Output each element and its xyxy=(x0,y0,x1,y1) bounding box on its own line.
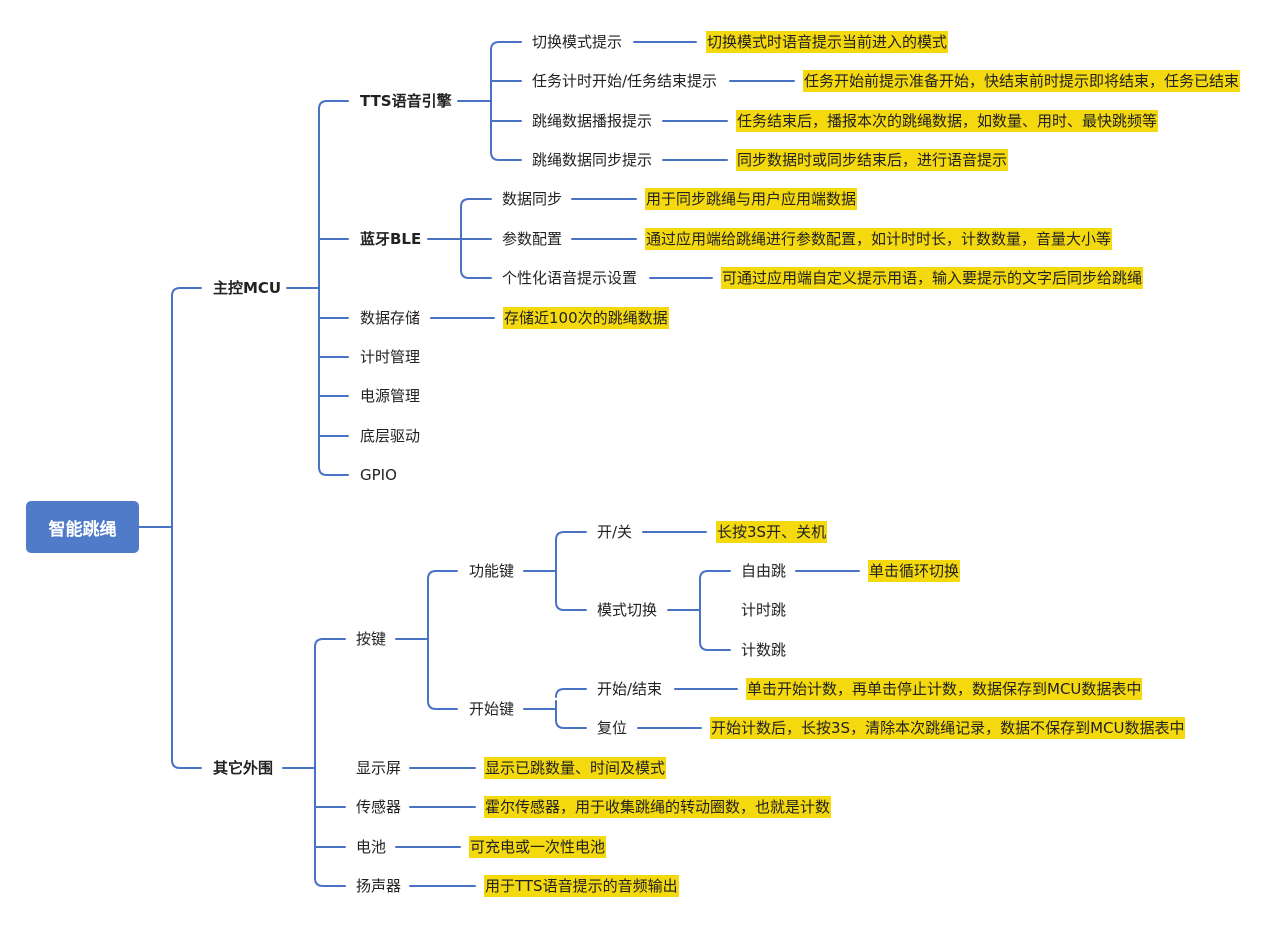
node-storage[interactable]: 数据存储 xyxy=(360,309,421,327)
note-speaker: 用于TTS语音提示的音频输出 xyxy=(484,875,679,897)
node-tts-sync-prompt[interactable]: 跳绳数据同步提示 xyxy=(532,151,653,169)
node-mode-switch[interactable]: 模式切换 xyxy=(597,601,658,619)
note-display: 显示已跳数量、时间及模式 xyxy=(484,757,667,779)
note-onoff: 长按3S开、关机 xyxy=(716,521,828,543)
connector-peripherals-trunk xyxy=(282,638,346,887)
connector-tts-trunk xyxy=(457,41,522,161)
connector-function-trunk xyxy=(523,531,587,611)
node-power[interactable]: 电源管理 xyxy=(360,387,421,405)
node-onoff[interactable]: 开/关 xyxy=(597,523,633,541)
node-speaker[interactable]: 扬声器 xyxy=(356,877,402,895)
note-ble-sync: 用于同步跳绳与用户应用端数据 xyxy=(645,188,858,210)
note-tts-mode-prompt: 切换模式时语音提示当前进入的模式 xyxy=(706,31,949,53)
connector-peripheral-notes xyxy=(395,767,476,887)
node-timer[interactable]: 计时管理 xyxy=(360,348,421,366)
note-start-end: 单击开始计数，再单击停止计数，数据保存到MCU数据表中 xyxy=(746,678,1143,700)
note-tts-report-prompt: 任务结束后，播报本次的跳绳数据，如数量、用时、最快跳频等 xyxy=(736,110,1159,132)
connector-start-trunk xyxy=(523,688,587,729)
node-tts-report-prompt[interactable]: 跳绳数据播报提示 xyxy=(532,112,653,130)
note-ble-voice: 可通过应用端自定义提示用语，输入要提示的文字后同步给跳绳 xyxy=(721,267,1144,289)
connector-root-trunk xyxy=(138,287,202,769)
root-node[interactable]: 智能跳绳 xyxy=(26,501,139,553)
node-sensor[interactable]: 传感器 xyxy=(356,798,402,816)
node-tts[interactable]: TTS语音引擎 xyxy=(360,92,452,110)
node-gpio[interactable]: GPIO xyxy=(360,466,397,484)
node-peripherals[interactable]: 其它外围 xyxy=(213,759,274,777)
node-function-key[interactable]: 功能键 xyxy=(469,562,515,580)
node-driver[interactable]: 底层驱动 xyxy=(360,427,421,445)
note-mode-free: 单击循环切换 xyxy=(868,560,961,582)
node-main-mcu[interactable]: 主控MCU xyxy=(213,279,282,297)
node-keys[interactable]: 按键 xyxy=(356,630,387,648)
note-battery: 可充电或一次性电池 xyxy=(469,836,607,858)
node-tts-mode-prompt[interactable]: 切换模式提示 xyxy=(532,33,623,51)
node-tts-task-prompt[interactable]: 任务计时开始/任务结束提示 xyxy=(532,72,718,90)
note-storage: 存储近100次的跳绳数据 xyxy=(503,307,669,329)
note-sensor: 霍尔传感器，用于收集跳绳的转动圈数，也就是计数 xyxy=(484,796,832,818)
connector-ble-notes xyxy=(571,198,713,279)
node-start-end[interactable]: 开始/结束 xyxy=(597,680,663,698)
note-ble-config: 通过应用端给跳绳进行参数配置，如计时时长，计数数量，音量大小等 xyxy=(645,228,1113,250)
connector-tts-notes xyxy=(633,41,795,161)
node-mode-free[interactable]: 自由跳 xyxy=(741,562,787,580)
connector-keys-trunk xyxy=(395,570,458,710)
node-ble-sync[interactable]: 数据同步 xyxy=(502,190,563,208)
connector-start-notes xyxy=(637,688,738,729)
node-mode-timed[interactable]: 计时跳 xyxy=(741,601,787,619)
node-display[interactable]: 显示屏 xyxy=(356,759,402,777)
node-ble-voice[interactable]: 个性化语音提示设置 xyxy=(502,269,638,287)
node-ble-config[interactable]: 参数配置 xyxy=(502,230,563,248)
node-mode-count[interactable]: 计数跳 xyxy=(741,641,787,659)
node-reset[interactable]: 复位 xyxy=(597,719,628,737)
node-ble[interactable]: 蓝牙BLE xyxy=(360,230,422,248)
node-start-key[interactable]: 开始键 xyxy=(469,700,515,718)
connector-ble-trunk xyxy=(427,198,492,279)
note-reset: 开始计数后，长按3S，清除本次跳绳记录，数据不保存到MCU数据表中 xyxy=(710,717,1186,739)
connector-mcu-trunk xyxy=(286,100,349,476)
node-battery[interactable]: 电池 xyxy=(356,838,387,856)
note-tts-task-prompt: 任务开始前提示准备开始，快结束前时提示即将结束，任务已结束 xyxy=(803,70,1241,92)
note-tts-sync-prompt: 同步数据时或同步结束后，进行语音提示 xyxy=(736,149,1009,171)
connector-mode-trunk xyxy=(667,570,731,651)
